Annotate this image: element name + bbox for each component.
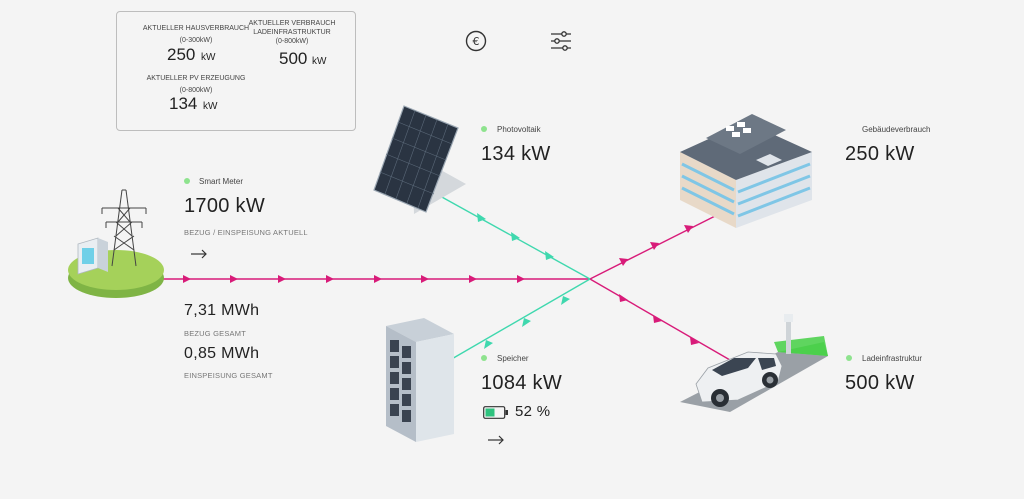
smart-meter-sub: BEZUG / EINSPEISUNG AKTUELL xyxy=(184,228,308,237)
pv-label: Photovoltaik xyxy=(497,125,541,134)
summary-panel: AKTUELLER HAUSVERBRAUCH (0-300kW) 250 kW… xyxy=(116,11,356,131)
lade-status-dot xyxy=(846,355,852,361)
sliders-icon[interactable] xyxy=(550,30,572,52)
pv-status-dot xyxy=(481,126,487,132)
pv-value: 134 xyxy=(169,94,198,113)
smart-meter-status-dot xyxy=(184,178,190,184)
haus-value: 250 xyxy=(167,45,196,64)
lade-value: 500 kW xyxy=(845,372,915,394)
storage-illustration xyxy=(386,318,454,442)
lade-label: Ladeinfrastruktur xyxy=(862,354,923,363)
speicher-label: Speicher xyxy=(497,354,529,363)
lade-unit: kW xyxy=(312,56,327,67)
lade-value: 500 xyxy=(279,49,308,68)
pv-value: 134 kW xyxy=(481,143,551,165)
speicher-status-dot xyxy=(481,355,487,361)
speicher-value: 1084 kW xyxy=(481,372,563,394)
haus-range: (0-300kW) xyxy=(179,37,213,44)
speicher-soc: 52 % xyxy=(515,403,551,420)
smart-meter-arrow-link[interactable] xyxy=(190,249,208,259)
ev-charging-illustration xyxy=(680,314,828,412)
euro-glyph: € xyxy=(473,35,480,48)
smart-meter-label: Smart Meter xyxy=(199,177,244,186)
building-illustration xyxy=(680,114,812,228)
bezug-total-value: 7,31 MWh xyxy=(184,302,260,319)
pv-caption: AKTUELLER PV ERZEUGUNG xyxy=(146,75,246,82)
solar-panel-illustration xyxy=(373,105,466,214)
gebaeude-value: 250 kW xyxy=(845,143,915,165)
einspeisung-total-label: EINSPEISUNG GESAMT xyxy=(184,371,273,380)
lade-range: (0-800kW) xyxy=(275,38,309,45)
haus-unit: kW xyxy=(201,52,216,63)
lade-caption-2: LADEINFRASTRUKTUR xyxy=(253,29,331,36)
haus-caption: AKTUELLER HAUSVERBRAUCH xyxy=(142,25,250,32)
bezug-total-label: BEZUG GESAMT xyxy=(184,329,246,338)
euro-icon[interactable]: € xyxy=(465,30,487,52)
pv-range: (0-800kW) xyxy=(179,87,213,94)
gebaeude-label: Gebäudeverbrauch xyxy=(862,125,931,134)
lade-caption-1: AKTUELLER VERBRAUCH xyxy=(248,20,336,27)
smart-meter-value: 1700 kW xyxy=(184,195,266,217)
pv-unit: kW xyxy=(203,101,218,112)
battery-icon xyxy=(483,406,508,419)
speicher-arrow-link[interactable] xyxy=(487,435,505,445)
einspeisung-total-value: 0,85 MWh xyxy=(184,345,260,362)
smart-meter-illustration xyxy=(68,189,164,298)
